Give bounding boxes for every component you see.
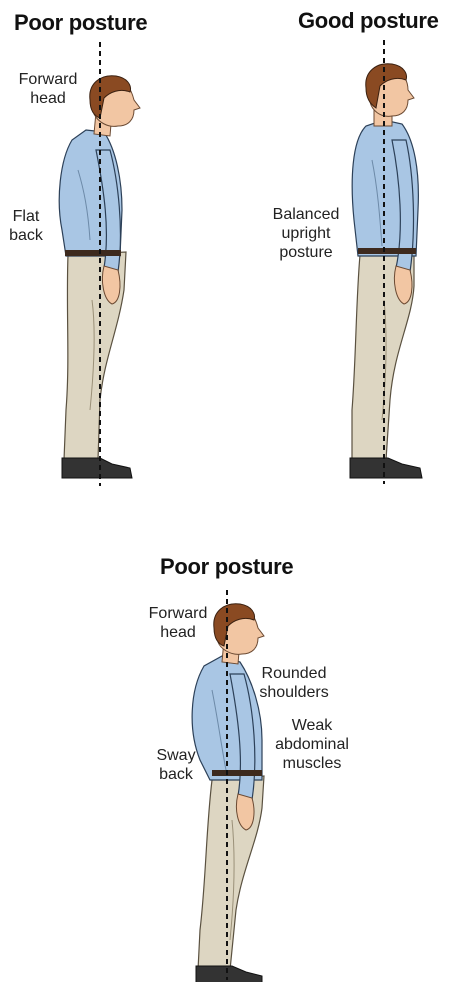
figure-poor-posture-sway-back bbox=[192, 604, 264, 982]
figure-good-posture bbox=[350, 64, 422, 478]
